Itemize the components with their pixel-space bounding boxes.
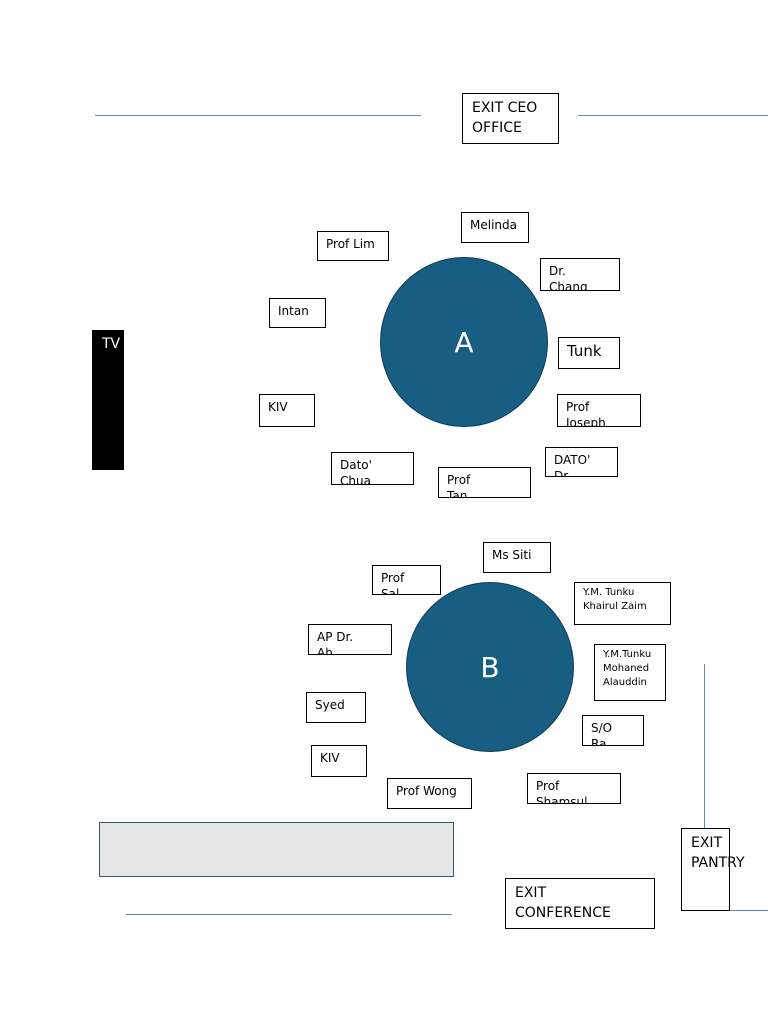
seat-a-prof-bottom: Prof Tan (438, 467, 531, 498)
exit-ceo-office: EXIT CEO OFFICE (462, 93, 559, 144)
seat-a-prof-lim: Prof Lim (317, 231, 389, 261)
seat-b-ap-dr: AP Dr. Ah (308, 624, 392, 655)
seat-b-syed: Syed (306, 692, 366, 723)
exit-conference: EXIT CONFERENCE (505, 878, 655, 929)
table-b: B (406, 582, 574, 752)
seat-b-prof-wong: Prof Wong (387, 778, 472, 809)
seat-a-dato-right: DATO' Dr (545, 447, 618, 477)
wall-bottom-right (729, 910, 768, 911)
seat-a-dato-chua: Dato' Chua (331, 452, 414, 485)
wall-top-right (578, 115, 768, 116)
seat-b-tunku-khairul: Y.M. Tunku Khairul Zaim (574, 582, 671, 625)
seat-a-melinda: Melinda (461, 212, 529, 243)
seat-b-prof-top: Prof Sal (372, 565, 441, 595)
seat-b-so: S/O Ra (582, 715, 644, 746)
seat-b-tunku-mohaned: Y.M.Tunku Mohaned Alauddin (594, 644, 666, 701)
tv-screen: TV (92, 330, 124, 470)
seat-a-kiv: KIV (259, 394, 315, 427)
stage-table (99, 822, 454, 877)
wall-top-left (95, 115, 421, 116)
seat-a-intan: Intan (269, 298, 326, 328)
exit-pantry: EXIT PANTRY (681, 828, 745, 911)
seat-a-prof-joseph: Prof Joseph (557, 394, 641, 427)
seat-b-prof-right: Prof Shamsul (527, 773, 621, 804)
seat-b-kiv: KIV (311, 745, 367, 777)
seat-b-ms-siti: Ms Siti (483, 542, 551, 573)
seat-a-dr-chang: Dr. Chang (540, 258, 620, 291)
wall-bottom-left (126, 914, 452, 915)
table-a: A (380, 257, 548, 427)
seat-a-tunk: Tunk (558, 337, 620, 369)
wall-right-vertical (704, 664, 705, 829)
